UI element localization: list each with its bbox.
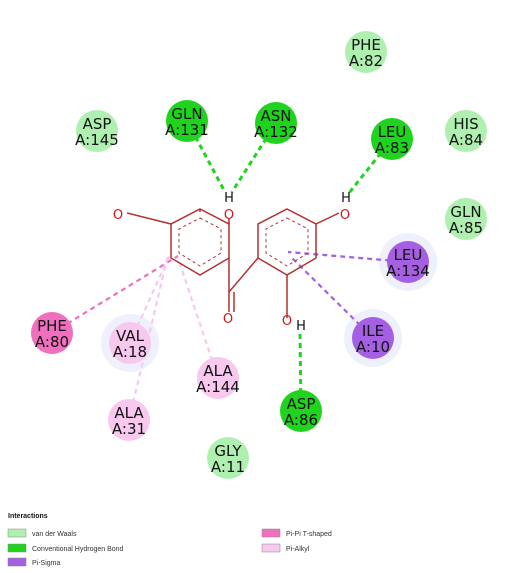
- residue-name: GLN: [450, 203, 481, 221]
- residue-circle: [197, 357, 239, 399]
- legend-label-hbond: Conventional Hydrogen Bond: [32, 546, 124, 553]
- legend-label-vdw: van der Waals: [32, 531, 77, 538]
- residue-circle: [108, 399, 150, 441]
- bridge-bond-right: [228, 257, 259, 293]
- residue-name: ALA: [114, 404, 144, 422]
- residue-circle: [166, 100, 208, 142]
- residue-number: A:86: [284, 411, 318, 429]
- legend-swatch-vdw: [7, 528, 27, 538]
- residue-number: A:80: [35, 333, 69, 351]
- residue-number: A:134: [386, 262, 430, 280]
- right-ring-aromatic: [265, 217, 309, 267]
- residue-circle: [352, 317, 394, 359]
- residue-name: LEU: [394, 246, 423, 264]
- residue-circle: [445, 198, 487, 240]
- legend-label-pialkyl: Pi-Alkyl: [286, 546, 310, 553]
- residue-name: GLN: [171, 105, 202, 123]
- residue-name: ILE: [362, 322, 384, 340]
- hydrogen-label: H: [224, 191, 234, 206]
- legend-label-pisigma: Pi-Sigma: [32, 560, 61, 567]
- hydrogen-label: H: [341, 191, 351, 206]
- residue-number: A:132: [254, 123, 298, 141]
- residue-circle: [31, 312, 73, 354]
- residue-name: PHE: [37, 317, 67, 335]
- residue-number: A:144: [196, 378, 240, 396]
- residue-number: A:83: [375, 139, 409, 157]
- residue-name: LEU: [378, 123, 407, 141]
- legend-title: Interactions: [8, 513, 48, 520]
- residue-number: A:18: [113, 343, 147, 361]
- oxygen-label: O: [113, 208, 123, 223]
- residue-name: ASP: [83, 115, 112, 133]
- legend-label-pipi: Pi-Pi T-shaped: [286, 531, 332, 538]
- oxygen-label: O: [340, 208, 350, 223]
- residue-circle: [387, 241, 429, 283]
- residue-number: A:145: [75, 131, 119, 149]
- residue-circle: [345, 31, 387, 73]
- left-ring-aromatic: [178, 217, 222, 267]
- oxygen-label: O: [282, 314, 292, 329]
- legend-swatch-hbond: [7, 543, 27, 553]
- residue-name: ASN: [260, 107, 291, 125]
- right-ring: [257, 208, 317, 276]
- residue-circle: [109, 322, 151, 364]
- residue-number: A:10: [356, 338, 390, 356]
- residue-number: A:85: [449, 219, 483, 237]
- interaction-line-pialkyl: [128, 253, 172, 344]
- residue-name: ALA: [203, 362, 233, 380]
- interaction-line-pialkyl: [176, 257, 220, 379]
- residue-name: HIS: [453, 115, 478, 133]
- residue-number: A:11: [211, 458, 245, 476]
- residue-circle: [207, 437, 249, 479]
- residue-number: A:84: [449, 131, 483, 149]
- oh-bond-right-top: [315, 212, 340, 225]
- residue-name: ASP: [287, 395, 316, 413]
- residue-circle: [280, 390, 322, 432]
- oxygen-label: O: [223, 312, 233, 327]
- oxygen-label: O: [224, 208, 234, 223]
- residue-number: A:82: [349, 52, 383, 70]
- residue-number: A:31: [112, 420, 146, 438]
- residue-name: GLY: [214, 442, 242, 460]
- residue-circle: [371, 118, 413, 160]
- residue-name: VAL: [116, 327, 145, 345]
- residue-name: PHE: [351, 36, 381, 54]
- legend-swatch-pisigma: [7, 557, 27, 567]
- residue-circle: [445, 110, 487, 152]
- ligand-structure: [126, 208, 340, 318]
- residue-circle: [255, 102, 297, 144]
- hydrogen-label: H: [296, 319, 306, 334]
- residue-circle: [76, 110, 118, 152]
- residue-number: A:131: [165, 121, 209, 139]
- legend: Interactions van der Waals Conventional …: [7, 513, 332, 567]
- interaction-line-pipi: [51, 255, 179, 334]
- legend-swatch-pipi: [261, 528, 281, 538]
- oh-bond-left-left: [126, 212, 172, 225]
- legend-swatch-pialkyl: [261, 543, 281, 553]
